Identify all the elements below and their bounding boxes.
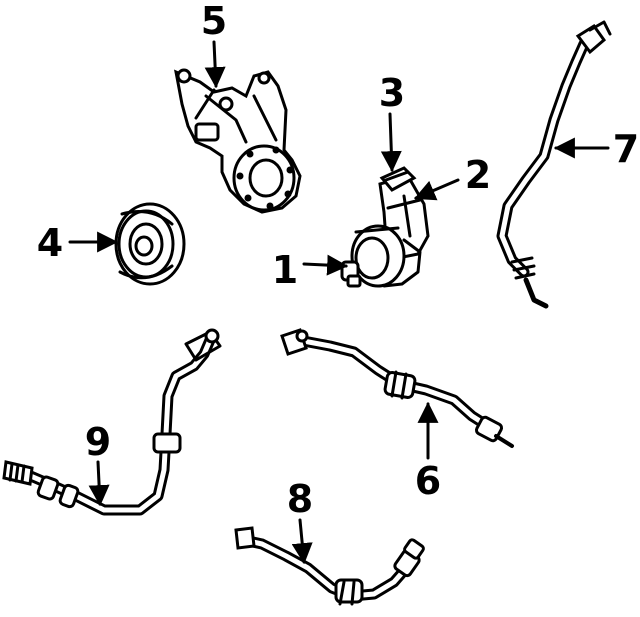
callout-labels: 1 2 3 4 5 6 7 8 9 [37,0,639,521]
callout-9: 9 [85,420,111,464]
callout-4: 4 [37,221,63,265]
hose-part-9 [2,328,222,516]
pump-assembly [340,166,430,288]
pulley-part-4 [114,202,186,286]
bracket-part-5 [174,68,302,214]
callout-8: 8 [287,477,313,521]
hose-part-8 [234,526,425,606]
leader-2 [414,178,460,201]
leader-lines [68,40,610,565]
callout-3: 3 [379,71,405,115]
callout-6: 6 [415,459,441,503]
callout-1: 1 [272,248,298,292]
leader-1 [302,254,349,276]
callout-5: 5 [201,0,227,43]
pressure-hose-part-7 [496,20,612,309]
hose-part-6 [280,328,514,448]
leader-5 [204,40,226,89]
leader-9 [88,460,110,507]
leader-3 [380,112,402,173]
leader-8 [291,518,313,565]
callout-2: 2 [465,153,491,197]
callout-7: 7 [613,127,639,171]
